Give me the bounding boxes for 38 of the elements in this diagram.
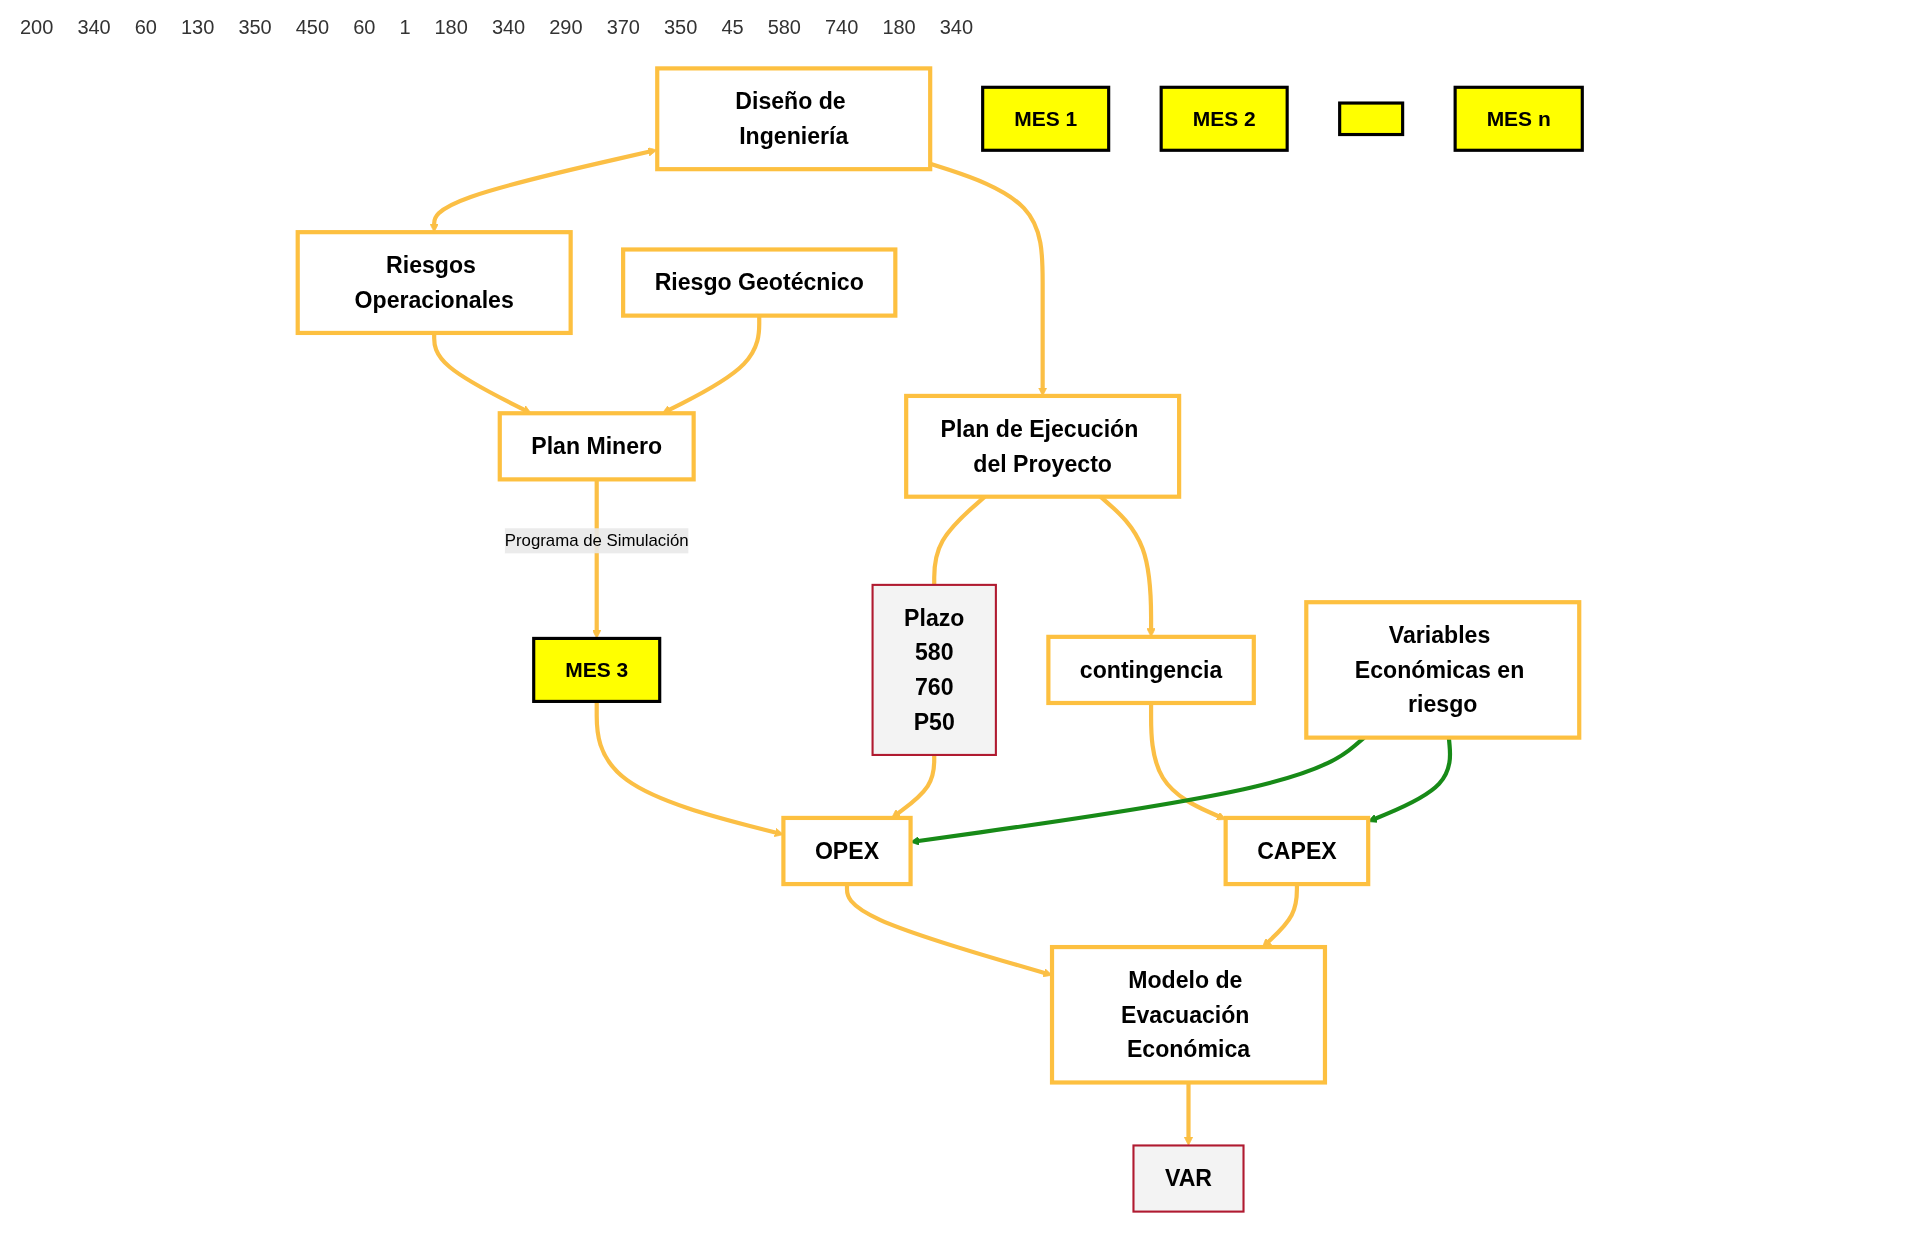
axis-value: 45	[721, 16, 744, 39]
node-box: CAPEX	[1223, 815, 1371, 887]
axis-value: 340	[491, 16, 526, 39]
node-box: Plan de Ejecución del Proyecto	[904, 393, 1182, 499]
axis-value: 60	[134, 16, 157, 39]
node-box: Variables Económicas en riesgo	[1304, 600, 1582, 740]
node-box: Plan Minero	[497, 411, 696, 482]
node-box: Plazo 580 760 P50	[871, 583, 997, 756]
axis-value: 450	[295, 16, 330, 39]
node-box: OPEX	[781, 815, 913, 887]
axis-value: 340	[939, 16, 974, 39]
axis-value: 350	[664, 16, 698, 39]
node-box: MES n	[1453, 85, 1584, 152]
node-box: VAR	[1132, 1144, 1245, 1213]
node-box: contingencia	[1046, 634, 1256, 706]
node-box	[1338, 101, 1405, 137]
axis-value: 370	[606, 16, 640, 39]
axis-value: 130	[181, 16, 215, 39]
arrow	[844, 884, 1053, 978]
axis-value: 180	[434, 16, 468, 39]
axis-value: 290	[549, 16, 583, 39]
node-box: Riesgos Operacionales	[295, 230, 573, 336]
axis-value: 340	[77, 16, 111, 39]
edge-label: Programa de Simulación	[504, 531, 689, 550]
axis-value: 350	[238, 16, 272, 39]
axis-value: 1	[399, 16, 411, 39]
axis-value: 580	[767, 16, 801, 39]
axis-value: 180	[882, 16, 916, 39]
arrow	[1149, 703, 1227, 821]
node-box: MES 3	[532, 636, 662, 703]
node-box: Riesgo Geotécnico	[621, 247, 898, 318]
axis-value: 60	[353, 16, 376, 39]
node-box: Modelo de Evacuación Económica	[1049, 944, 1328, 1085]
node-box: MES 2	[1159, 85, 1289, 152]
node-box: Diseño de Ingeniería	[655, 66, 933, 172]
axis-value: 200	[20, 16, 54, 39]
node-box: MES 1	[981, 85, 1111, 152]
axis-value: 740	[825, 16, 859, 39]
